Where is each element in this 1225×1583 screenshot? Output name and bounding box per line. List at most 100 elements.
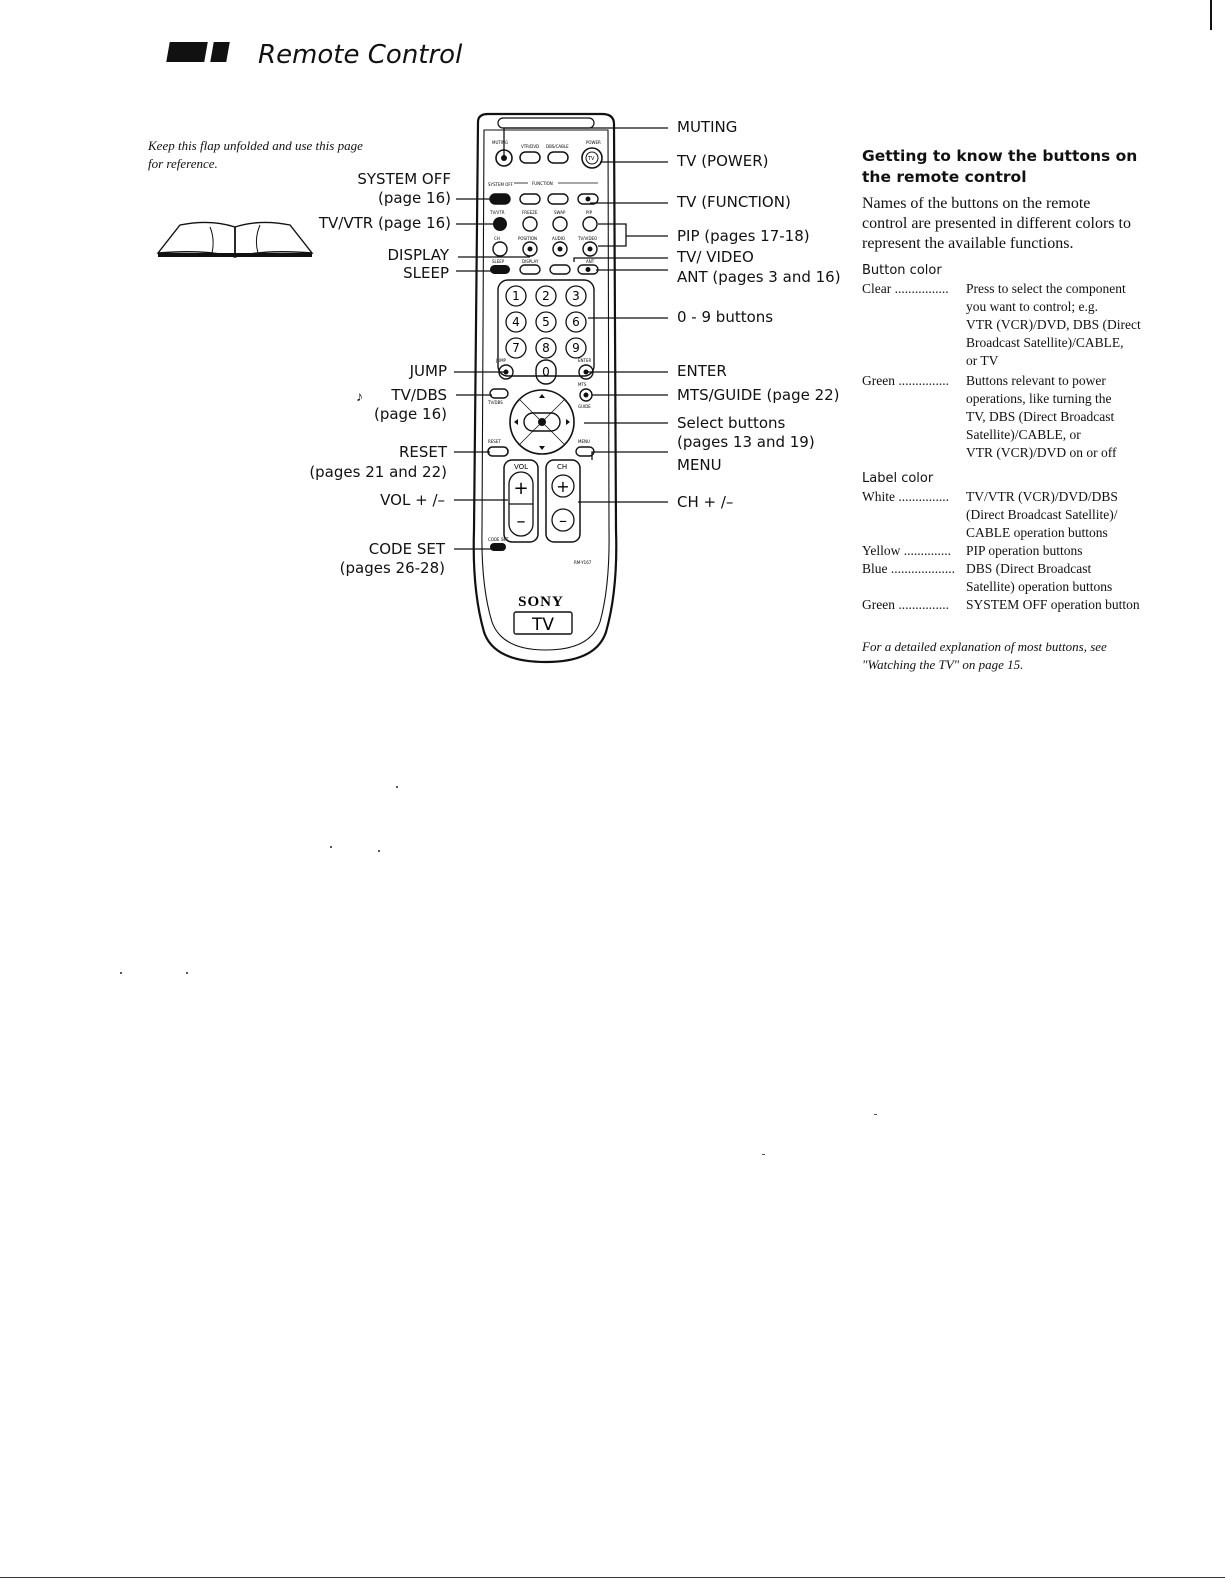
remote-display-small-label: DISPLAY (522, 259, 539, 264)
remote-guide-small-label: GUIDE (578, 404, 591, 409)
def-green-button: Green ............... Buttons relevant t… (862, 372, 1192, 462)
def-line: Press to select the component (966, 281, 1126, 296)
label-tv-vtr: TV/VTR (page 16) (318, 214, 451, 232)
def-desc: SYSTEM OFF operation button (966, 596, 1186, 614)
remote-digit-9: 9 (572, 341, 580, 355)
side-para-2: control are presented in different color… (862, 215, 1131, 232)
def-line: SYSTEM OFF operation button (966, 597, 1140, 612)
def-desc: PIP operation buttons (966, 542, 1186, 560)
remote-vol-minus: – (517, 511, 526, 532)
def-white: White ............... TV/VTR (VCR)/DVD/D… (862, 488, 1192, 542)
page-title: Remote Control (258, 40, 463, 70)
remote-dbscable-button (547, 151, 569, 164)
remote-digit-6: 6 (572, 315, 580, 329)
label-muting: MUTING (677, 118, 738, 136)
def-term: Blue ................... (862, 561, 955, 576)
remote-sleep-small-label: SLEEP (492, 259, 505, 264)
remote-power-button (581, 147, 603, 169)
button-color-heading: Button color (862, 263, 942, 278)
label-ant: ANT (pages 3 and 16) (677, 268, 841, 286)
remote-muting-label: MUTING (492, 140, 508, 145)
def-line: PIP operation buttons (966, 543, 1083, 558)
label-jump: JUMP (409, 362, 447, 380)
remote-digit-0: 0 (542, 365, 550, 379)
remote-power-label: POWER (586, 140, 601, 145)
remote-tv-power-text: TV (587, 156, 595, 162)
def-line: TV/VTR (VCR)/DVD/DBS (966, 489, 1118, 504)
def-desc: TV/VTR (VCR)/DVD/DBS (Direct Broadcast S… (966, 488, 1186, 542)
scan-speck (186, 972, 188, 974)
intro-line-2: for reference. (148, 156, 218, 171)
side-heading-2: the remote control (862, 168, 1027, 186)
label-code-set-page: (pages 26-28) (339, 559, 445, 577)
remote-ch-small-label: CH (494, 236, 500, 241)
label-select-page: (pages 13 and 19) (677, 433, 815, 451)
remote-digit-5: 5 (542, 315, 550, 329)
label-menu: MENU (677, 456, 722, 474)
remote-tv-function-button (577, 193, 599, 205)
def-term: Green ............... (862, 597, 949, 612)
def-line: DBS (Direct Broadcast (966, 561, 1092, 576)
remote-reset-small-label: RESET (488, 439, 501, 444)
remote-vol-plus: + (513, 478, 528, 499)
remote-digit-3: 3 (572, 289, 580, 303)
remote-tvvideo-small-label: TV/VIDEO (577, 236, 597, 241)
remote-model-number: RM-Y167 (574, 560, 592, 565)
side-para-3: represent the available functions. (862, 235, 1074, 252)
label-color-heading: Label color (862, 471, 934, 486)
footnote: For a detailed explanation of most butto… (862, 638, 1192, 674)
label-tv-video: TV/ VIDEO (677, 248, 754, 266)
label-system-off: SYSTEM OFF (357, 170, 451, 188)
label-tv-function: TV (FUNCTION) (677, 193, 791, 211)
remote-systemoff-label: SYSTEM OFF (488, 182, 514, 187)
remote-brand: SONY (518, 594, 564, 610)
def-desc: DBS (Direct Broadcast Satellite) operati… (966, 560, 1186, 596)
label-tv-power: TV (POWER) (677, 152, 769, 170)
def-desc: Press to select the component you want t… (966, 280, 1186, 370)
remote-dbscable-label: DBS/CABLE (546, 144, 569, 149)
remote-ch-plus: + (556, 477, 569, 496)
label-digits: 0 - 9 buttons (677, 308, 774, 326)
remote-jump-small-label: JUMP (495, 358, 507, 363)
remote-freeze-label: FREEZE (522, 210, 538, 215)
side-panel: Getting to know the buttons on the remot… (862, 146, 1192, 674)
remote-digit-7: 7 (512, 341, 520, 355)
note-icon: ♪ (356, 388, 363, 404)
def-line: (Direct Broadcast Satellite)/ (966, 507, 1118, 522)
label-mts-guide: MTS/GUIDE (page 22) (677, 386, 840, 404)
label-pip: PIP (pages 17-18) (677, 227, 810, 245)
intro-note: Keep this flap unfolded and use this pag… (148, 137, 418, 173)
side-para-1: Names of the buttons on the remote (862, 195, 1091, 212)
remote-number-pad: 1 2 3 4 5 6 7 8 9 (505, 285, 587, 359)
def-line: Buttons relevant to power (966, 373, 1106, 388)
def-line: operations, like turning the (966, 391, 1112, 406)
label-select: Select buttons (677, 414, 786, 432)
def-line: VTR (VCR)/DVD, DBS (Direct (966, 317, 1141, 332)
label-tv-dbs-page: (page 16) (373, 405, 447, 423)
edge-mark (1210, 0, 1212, 30)
remote-enter-small-label: ENTER (578, 358, 591, 363)
remote-digit-2: 2 (542, 289, 550, 303)
def-green-label: Green ............... SYSTEM OFF operati… (862, 596, 1192, 614)
remote-vol-label: VOL (514, 463, 528, 471)
remote-pip-label: PIP (586, 210, 593, 215)
def-line: or TV (966, 353, 999, 368)
label-code-set: CODE SET (368, 540, 445, 558)
def-line: Broadcast Satellite)/CABLE, (966, 335, 1124, 350)
scan-speck (378, 850, 380, 852)
remote-digit-4: 4 (512, 315, 520, 329)
remote-digit-8: 8 (542, 341, 550, 355)
open-book-illustration (156, 221, 314, 258)
intro-line-1: Keep this flap unfolded and use this pag… (148, 138, 363, 153)
def-term: Yellow .............. (862, 543, 952, 558)
remote-ch-minus: – (559, 511, 567, 530)
remote-position-label: POSITION (518, 236, 537, 241)
remote-control-drawing: MUTING POWER VTR/DVD DBS/CABLE TV SYSTEM… (472, 112, 618, 664)
scan-speck (874, 1114, 877, 1115)
remote-menu-small-label: MENU (578, 439, 590, 444)
remote-tvvtr-label: TV/VTR (489, 210, 505, 215)
def-term: Green ............... (862, 373, 949, 388)
remote-vtrdvd-button (519, 151, 541, 164)
remote-codeset-small-label: CODE SET (488, 537, 509, 542)
